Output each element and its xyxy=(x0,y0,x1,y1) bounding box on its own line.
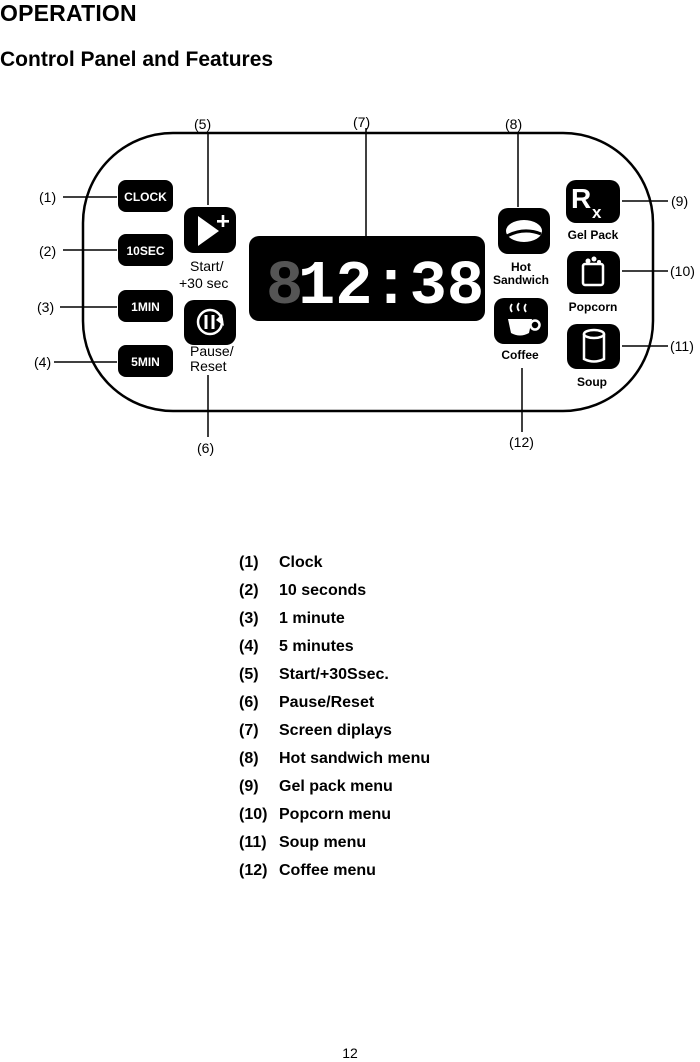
page-number: 12 xyxy=(342,1045,358,1061)
callout-11: (11) xyxy=(670,338,694,354)
callout-2: (2) xyxy=(39,243,56,259)
legend-item: (2)10 seconds xyxy=(239,582,367,599)
panel-outline xyxy=(81,131,655,413)
gel-pack-button[interactable]: R x xyxy=(566,180,620,223)
pause-label-line2: Reset xyxy=(190,358,227,374)
pause-label-line1: Pause/ xyxy=(190,343,234,359)
hot-sandwich-button[interactable] xyxy=(498,208,550,254)
coffee-button[interactable] xyxy=(494,298,548,344)
legend-item: (3)1 minute xyxy=(239,610,345,627)
svg-text:R: R xyxy=(571,183,591,214)
features-legend: (1)Clock (2)10 seconds (3)1 minute (4)5 … xyxy=(239,554,430,890)
section-title: Control Panel and Features xyxy=(0,48,274,71)
legend-item: (11)Soup menu xyxy=(239,834,367,851)
callout-12: (12) xyxy=(509,434,534,450)
gel-pack-label: Gel Pack xyxy=(568,228,619,242)
svg-text:1MIN: 1MIN xyxy=(131,300,160,314)
control-panel-diagram: (1) (2) (3) (4) (5) (6) (7) (8) (9) (10)… xyxy=(34,114,695,456)
soup-button[interactable] xyxy=(567,324,620,369)
start-button[interactable] xyxy=(184,207,236,253)
popcorn-label: Popcorn xyxy=(569,300,618,314)
coffee-label: Coffee xyxy=(501,348,539,362)
callout-8: (8) xyxy=(505,116,522,132)
display-ghost-digit: 8 xyxy=(266,251,303,322)
page-title: OPERATION xyxy=(0,0,137,26)
popcorn-icon xyxy=(581,256,605,287)
clock-button[interactable]: CLOCK xyxy=(118,180,173,212)
popcorn-button[interactable] xyxy=(567,251,620,294)
legend-item: (1)Clock xyxy=(239,554,323,571)
hot-sandwich-label-line2: Sandwich xyxy=(493,273,549,287)
sandwich-icon xyxy=(506,220,542,242)
coffee-cup-icon xyxy=(508,302,541,336)
soup-label: Soup xyxy=(577,375,607,389)
five-min-button[interactable]: 5MIN xyxy=(118,345,173,377)
legend-item: (5)Start/+30Ssec. xyxy=(239,666,389,683)
soup-can-icon xyxy=(582,328,606,363)
one-min-button[interactable]: 1MIN xyxy=(118,290,173,322)
pause-button[interactable] xyxy=(184,300,236,345)
legend-item: (8)Hot sandwich menu xyxy=(239,750,431,767)
start-label-line1: Start/ xyxy=(190,258,224,274)
svg-text:10SEC: 10SEC xyxy=(126,244,164,258)
display-time: 12:38 xyxy=(298,251,484,322)
callout-1: (1) xyxy=(39,189,56,205)
callout-4: (4) xyxy=(34,354,51,370)
ten-sec-button[interactable]: 10SEC xyxy=(118,234,173,266)
callout-6: (6) xyxy=(197,440,214,456)
screen-display: 8 12:38 xyxy=(249,236,485,322)
legend-item: (10)Popcorn menu xyxy=(239,806,392,823)
start-label-line2: +30 sec xyxy=(179,275,228,291)
callout-9: (9) xyxy=(671,193,688,209)
svg-text:x: x xyxy=(592,203,602,222)
legend-item: (4)5 minutes xyxy=(239,638,354,655)
hot-sandwich-label-line1: Hot xyxy=(511,260,531,274)
legend-item: (12)Coffee menu xyxy=(239,862,376,879)
legend-item: (9)Gel pack menu xyxy=(239,778,393,795)
svg-text:5MIN: 5MIN xyxy=(131,355,160,369)
callout-10: (10) xyxy=(670,263,695,279)
rx-icon: R x xyxy=(571,183,602,222)
play-plus-icon xyxy=(198,215,229,246)
callout-3: (3) xyxy=(37,299,54,315)
legend-item: (6)Pause/Reset xyxy=(239,694,375,711)
callout-7: (7) xyxy=(353,114,370,130)
legend-item: (7)Screen diplays xyxy=(239,722,392,739)
svg-text:CLOCK: CLOCK xyxy=(124,190,167,204)
callout-5: (5) xyxy=(194,116,211,132)
pause-reset-icon xyxy=(196,308,224,336)
